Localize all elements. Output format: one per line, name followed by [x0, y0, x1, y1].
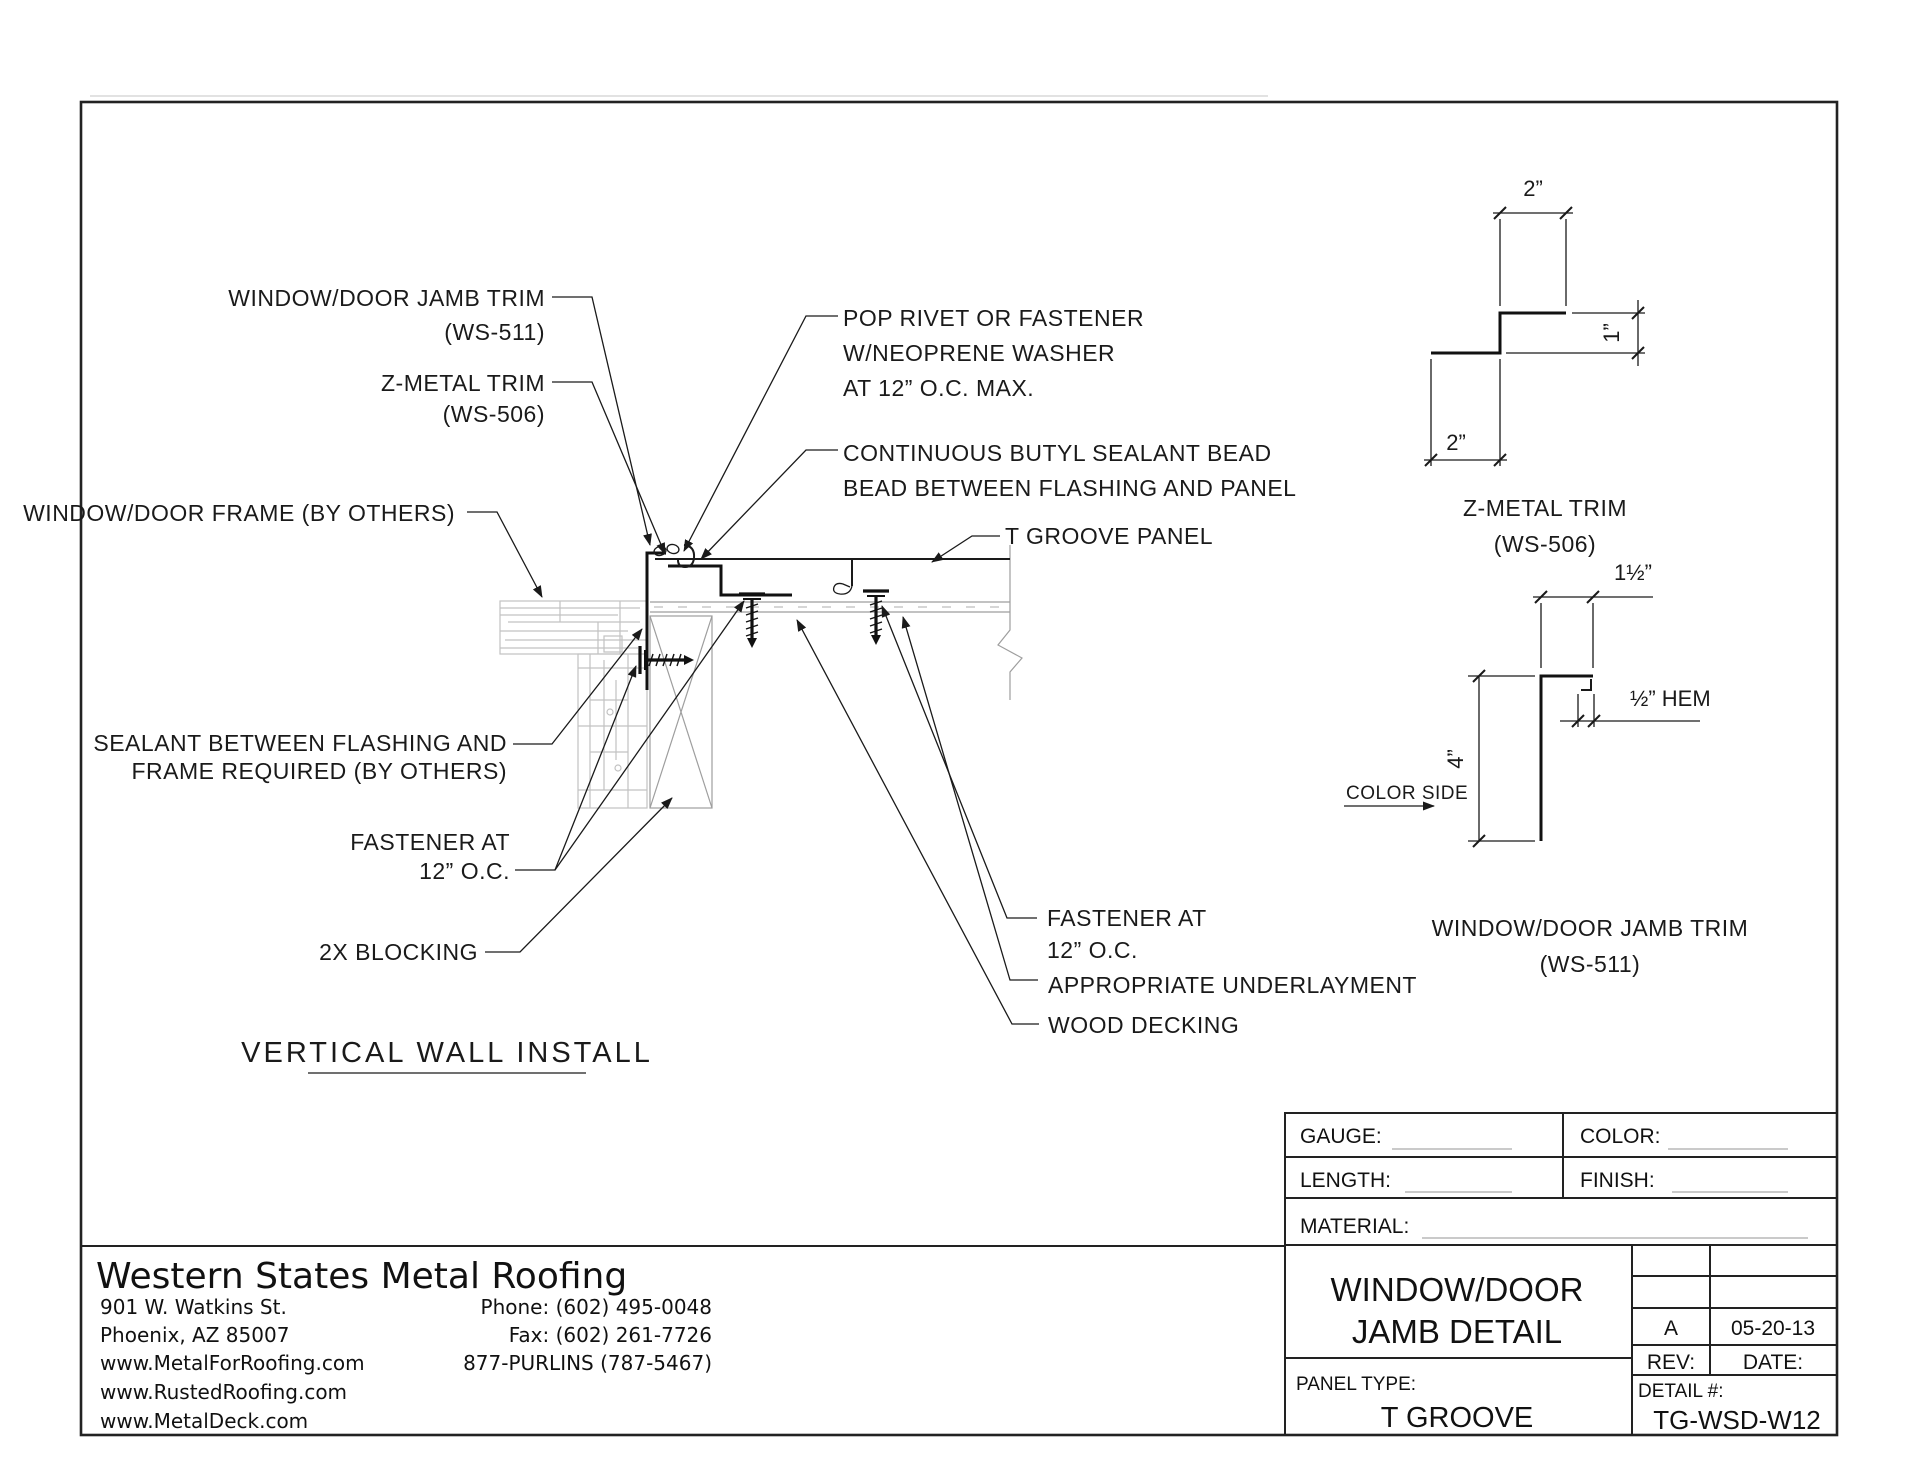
callout-pop-rivet-line2: W/NEOPRENE WASHER	[843, 340, 1115, 366]
company-address-1: 901 W. Watkins St.	[100, 1295, 287, 1319]
z-detail-title: Z-METAL TRIM	[1463, 495, 1627, 521]
callout-jamb-trim-line1: WINDOW/DOOR JAMB TRIM	[228, 285, 545, 311]
rev-value: A	[1664, 1317, 1678, 1340]
callout-z-trim-line2: (WS-506)	[443, 401, 545, 427]
callout-blocking: 2X BLOCKING	[319, 939, 478, 965]
length-label: LENGTH:	[1300, 1169, 1391, 1192]
sheet-border	[79, 95, 1839, 1437]
blocking-2x	[649, 615, 713, 809]
pop-rivet-cluster	[653, 543, 696, 569]
date-value: 05-20-13	[1731, 1317, 1815, 1340]
callouts-right: POP RIVET OR FASTENER W/NEOPRENE WASHER …	[683, 305, 1417, 1038]
detail-number-label: DETAIL #:	[1638, 1381, 1724, 1402]
jamb-trim-detail: 1½” ½” HEM 4” COLOR SIDE WINDOW/DOOR JAM…	[1344, 560, 1748, 977]
company-website-1: www.MetalForRoofing.com	[100, 1351, 365, 1375]
jamb-dim-height: 4”	[1443, 749, 1468, 769]
callout-butyl-line1: CONTINUOUS BUTYL SEALANT BEAD	[843, 440, 1272, 466]
callout-sealant-line2: FRAME REQUIRED (BY OTHERS)	[132, 758, 508, 784]
z-dim-top: 2”	[1523, 176, 1543, 201]
z-trim-detail-profile	[1431, 311, 1566, 355]
callout-fastener-left-line2: 12” O.C.	[419, 858, 510, 884]
leader-fastener-left-1	[515, 665, 637, 871]
leader-underlayment	[901, 616, 1038, 981]
screw-down-2	[863, 589, 889, 645]
leader-wood-decking	[796, 619, 1039, 1025]
company-name: Western States Metal Roofing	[96, 1256, 627, 1297]
window-frame-extrusion	[499, 600, 648, 809]
company-fax: Fax: (602) 261-7726	[509, 1323, 712, 1347]
gauge-label: GAUGE:	[1300, 1125, 1382, 1148]
leader-fastener-right	[881, 605, 1037, 919]
callout-fastener-right-line2: 12” O.C.	[1047, 937, 1138, 963]
callout-butyl-line2: BEAD BETWEEN FLASHING AND PANEL	[843, 475, 1296, 501]
leader-sealant	[513, 628, 643, 745]
panel-type-label: PANEL TYPE:	[1296, 1374, 1416, 1395]
z-dim-side: 1”	[1599, 323, 1624, 343]
z-detail-subtitle: (WS-506)	[1494, 531, 1596, 557]
color-side-label: COLOR SIDE	[1346, 783, 1468, 804]
company-phone: Phone: (602) 495-0048	[481, 1295, 712, 1319]
leader-z-trim	[552, 381, 666, 555]
z-dim-bottom: 2”	[1446, 430, 1466, 455]
jamb-dim-hem: ½” HEM	[1630, 686, 1711, 711]
company-website-2: www.RustedRoofing.com	[100, 1380, 347, 1404]
underlayment-band	[650, 601, 1010, 613]
jamb-dim-top: 1½”	[1614, 560, 1652, 585]
break-symbol	[997, 545, 1023, 700]
title-block-outline	[1284, 1112, 1838, 1436]
view-title: VERTICAL WALL INSTALL	[241, 1037, 653, 1074]
screw-horizontal	[638, 646, 694, 674]
z-trim-profile	[668, 564, 792, 597]
panel-seam-clip	[832, 559, 853, 595]
jamb-detail-profile	[1539, 674, 1593, 841]
rev-label: REV:	[1647, 1351, 1695, 1374]
callout-fastener-right-line1: FASTENER AT	[1047, 905, 1207, 931]
callout-underlayment: APPROPRIATE UNDERLAYMENT	[1048, 972, 1417, 998]
border-rect	[79, 100, 1839, 1437]
leader-jamb-trim	[552, 296, 652, 546]
jamb-detail-title: WINDOW/DOOR JAMB TRIM	[1432, 915, 1749, 941]
callout-pop-rivet-line1: POP RIVET OR FASTENER	[843, 305, 1144, 331]
color-label: COLOR:	[1580, 1125, 1661, 1148]
screw-down-1	[739, 592, 765, 648]
company-address-2: Phoenix, AZ 85007	[100, 1323, 289, 1347]
detail-title-line1: WINDOW/DOOR	[1331, 1271, 1584, 1308]
callout-fastener-left-line1: FASTENER AT	[350, 829, 510, 855]
callout-t-groove-panel: T GROOVE PANEL	[1005, 523, 1213, 549]
leader-pop-rivet	[683, 315, 838, 552]
view-title-text: VERTICAL WALL INSTALL	[241, 1037, 653, 1069]
detail-title-line2: JAMB DETAIL	[1352, 1313, 1562, 1350]
section-drawing	[499, 543, 1023, 809]
jamb-detail-subtitle: (WS-511)	[1540, 951, 1641, 977]
panel-type-value: T GROOVE	[1381, 1402, 1534, 1434]
callout-z-trim-line1: Z-METAL TRIM	[381, 370, 545, 396]
leader-t-groove-panel	[931, 535, 1000, 563]
company-website-3: www.MetalDeck.com	[100, 1409, 308, 1433]
callout-sealant-line1: SEALANT BETWEEN FLASHING AND	[93, 730, 507, 756]
company-block: Western States Metal Roofing 901 W. Watk…	[81, 1245, 1285, 1433]
detail-number-value: TG-WSD-W12	[1653, 1405, 1821, 1435]
leader-butyl	[700, 449, 838, 560]
z-trim-detail: 2” 1” 2” Z-METAL TRIM (WS-506)	[1424, 176, 1645, 557]
date-label: DATE:	[1743, 1351, 1803, 1374]
leader-frame	[467, 511, 543, 598]
company-tollfree: 877-PURLINS (787-5467)	[463, 1351, 712, 1375]
leader-blocking	[485, 797, 673, 953]
leader-fastener-left-2	[554, 600, 745, 871]
jamb-detail-hem	[1581, 679, 1592, 691]
callout-jamb-trim-line2: (WS-511)	[444, 319, 545, 345]
material-label: MATERIAL:	[1300, 1215, 1409, 1238]
callout-wood-decking: WOOD DECKING	[1048, 1012, 1239, 1038]
callout-frame: WINDOW/DOOR FRAME (BY OTHERS)	[23, 500, 455, 526]
callouts-left: WINDOW/DOOR JAMB TRIM (WS-511) Z-METAL T…	[23, 285, 745, 965]
callout-pop-rivet-line3: AT 12” O.C. MAX.	[843, 375, 1034, 401]
finish-label: FINISH:	[1580, 1169, 1655, 1192]
title-block: GAUGE: COLOR: LENGTH: FINISH: MATERIAL: …	[1284, 1112, 1838, 1436]
